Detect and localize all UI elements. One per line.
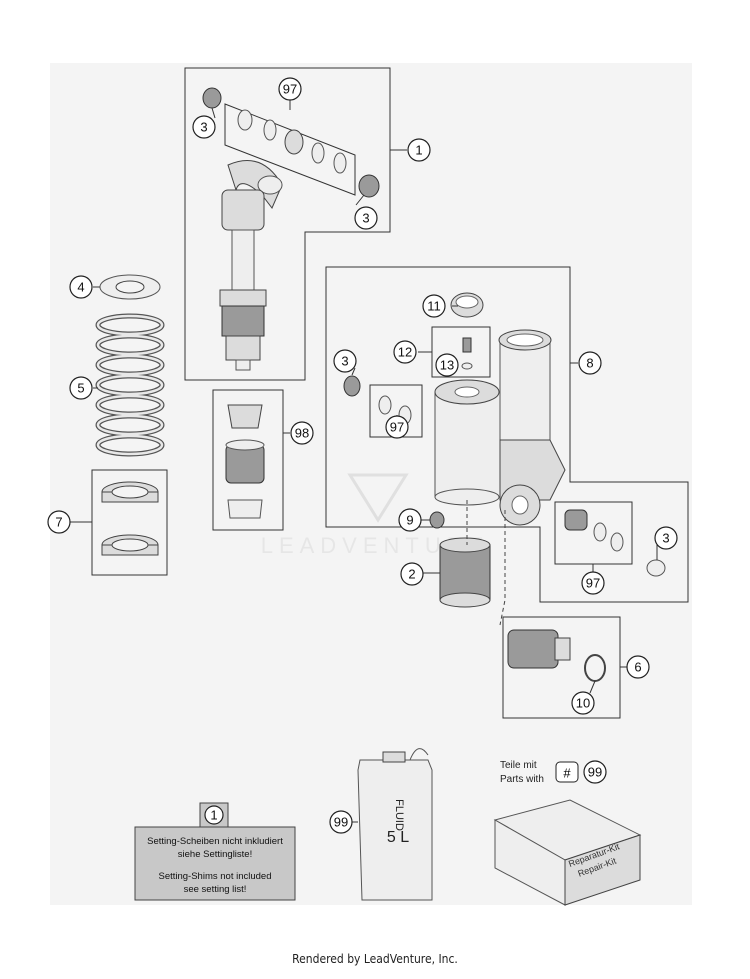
callout-99: 99 [329,810,353,834]
kit-label-de: Teile mit [500,760,537,771]
svg-text:98: 98 [295,426,309,441]
svg-text:13: 13 [440,358,454,373]
compression-adjuster [507,629,606,682]
svg-text:see setting list!: see setting list! [184,884,247,895]
kit-hash: # [563,766,571,781]
callout-2: 2 [400,562,424,586]
bolt-9 [429,511,445,529]
callout-3-right: 3 [654,526,678,550]
svg-text:99: 99 [334,815,348,830]
callout-1: 1 [407,138,431,162]
callout-10: 10 [571,691,595,715]
callout-98: 98 [290,421,314,445]
svg-text:11: 11 [427,299,441,314]
svg-text:5: 5 [77,381,84,396]
svg-text:1: 1 [415,143,422,158]
callout-12: 12 [393,340,417,364]
svg-text:3: 3 [200,120,207,135]
shock-body [498,329,566,526]
spring-retainer [99,274,161,300]
callout-3-mid: 3 [333,349,357,373]
item-2-cylinder [439,537,491,608]
connector-dashed [499,510,506,626]
svg-text:4: 4 [77,280,84,295]
callout-5: 5 [69,376,93,400]
seal-left [343,375,361,397]
callout-3-top-left: 3 [192,115,216,139]
svg-text:6: 6 [634,660,641,675]
callout-97-right: 97 [581,571,605,595]
svg-text:1: 1 [210,808,217,823]
shock-shaft [219,160,283,371]
bump-stop-parts [225,404,265,519]
svg-text:3: 3 [662,531,669,546]
svg-text:5 L: 5 L [387,829,409,846]
reservoir-body [434,379,501,506]
svg-text:97: 97 [586,576,600,591]
svg-text:10: 10 [576,696,590,711]
svg-text:Setting-Shims not included: Setting-Shims not included [158,871,271,882]
callout-97-top: 97 [278,77,302,101]
callout-6: 6 [626,655,650,679]
reservoir-cap [450,292,484,318]
svg-text:3: 3 [341,354,348,369]
fluid-can: FLUID 5 L [357,748,433,901]
svg-text:8: 8 [586,356,593,371]
svg-text:2: 2 [408,567,415,582]
footer-credit: Rendered by LeadVenture, Inc. [292,952,458,966]
svg-text:97: 97 [283,82,297,97]
callout-7: 7 [47,510,71,534]
svg-text:Setting-Scheiben nicht inkludi: Setting-Scheiben nicht inkludiert [147,836,283,847]
callout-8: 8 [578,351,602,375]
svg-text:99: 99 [588,765,602,780]
svg-text:siehe Settingliste!: siehe Settingliste! [178,849,252,860]
callout-kit-99: 99 [583,760,607,784]
svg-text:7: 7 [55,515,62,530]
frame-kit-98 [212,389,284,531]
callout-11: 11 [422,294,446,318]
callout-13: 13 [435,353,459,377]
frame-kit-97-top [224,103,356,196]
adjusting-nuts [101,481,159,556]
callout-9: 9 [398,508,422,532]
svg-text:9: 9 [406,513,413,528]
svg-text:FLUID: FLUID [393,799,405,831]
callout-note-1: 1 [204,805,224,825]
svg-text:97: 97 [390,420,404,435]
callout-4: 4 [69,275,93,299]
callout-3-top-right: 3 [354,206,378,230]
kit-label-en: Parts with [500,774,544,785]
svg-text:12: 12 [398,345,412,360]
repair-kit-box: Reparatur-Kit Repair-Kit [493,799,642,906]
frame-assembly-1 [184,67,391,381]
frame-assembly-8 [325,266,689,603]
top-seal-parts [202,87,380,198]
svg-text:3: 3 [362,211,369,226]
callout-97-mid: 97 [385,415,409,439]
valve-parts [461,337,473,370]
